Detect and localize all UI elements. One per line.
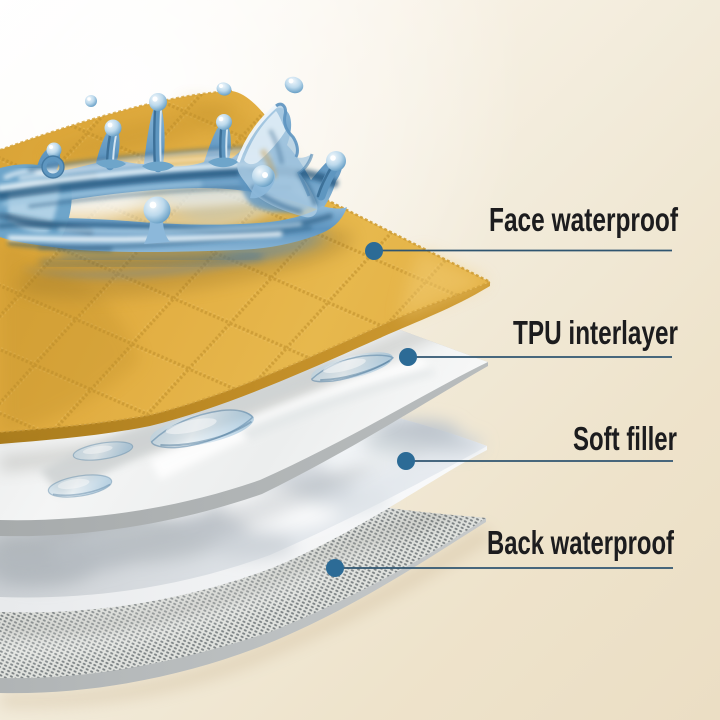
svg-text:Soft filler: Soft filler — [573, 420, 677, 457]
svg-text:TPU interlayer: TPU interlayer — [513, 314, 678, 351]
svg-text:Face waterproof: Face waterproof — [489, 201, 679, 238]
svg-text:Back waterproof: Back waterproof — [487, 524, 675, 561]
